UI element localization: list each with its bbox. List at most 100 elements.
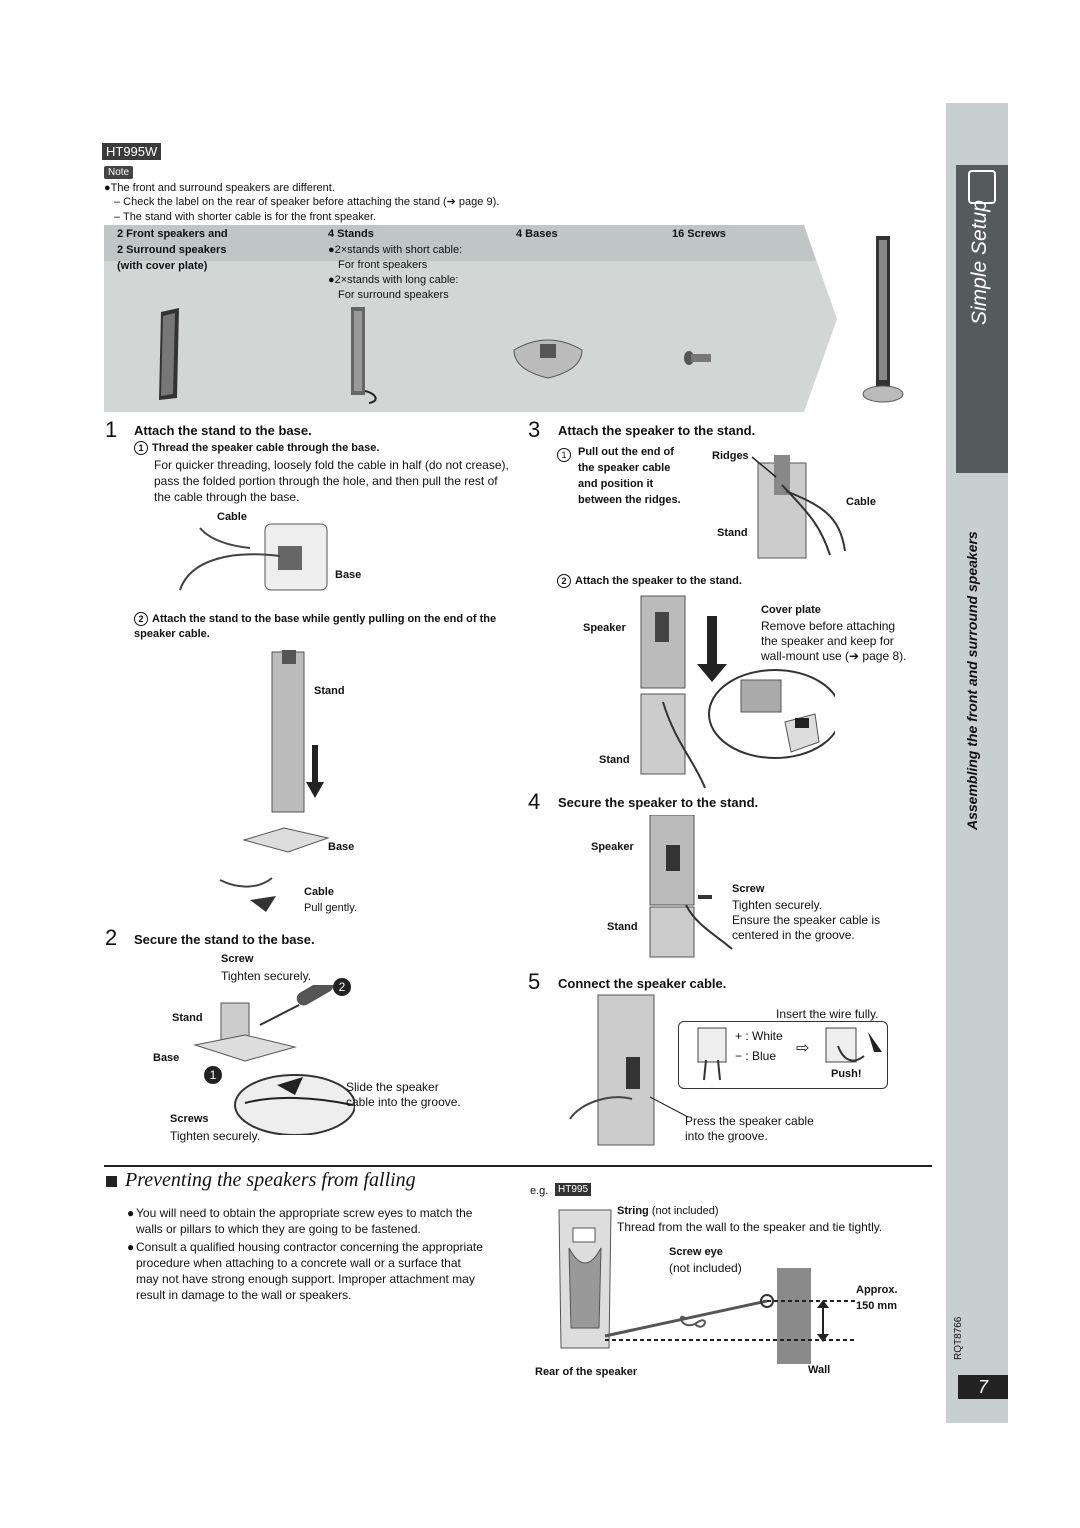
speaker-illustration (159, 308, 179, 400)
preventing-bullet-2: ●Consult a qualified housing contractor … (127, 1239, 486, 1303)
step1-sub1-marker: 1 (134, 441, 148, 456)
step1-sub1-body: For quicker threading, loosely fold the … (154, 458, 509, 504)
step1-label-stand: Stand (314, 685, 345, 697)
parts-band (104, 225, 837, 412)
eg-label: e.g. (530, 1185, 549, 1197)
step5-number: 5 (528, 969, 541, 994)
step1-label-base2: Base (328, 841, 355, 853)
step2-label-slide-1: Slide the speaker (346, 1080, 439, 1094)
section-divider (104, 1165, 932, 1167)
section-square-icon (106, 1176, 117, 1187)
step1-sub2-title: Attach the stand to the base while gentl… (134, 613, 497, 640)
terminal-illustration (697, 1027, 727, 1081)
preventing-bullet-1: ●You will need to obtain the appropriate… (127, 1205, 501, 1237)
step3-number: 3 (528, 417, 541, 442)
note-line-1: ●The front and surround speakers are dif… (104, 182, 335, 194)
preventing-bullet-1-text: You will need to obtain the appropriate … (136, 1206, 473, 1236)
step1-threading-illustration (179, 523, 328, 591)
step1-label-cable: Cable (217, 511, 247, 523)
step1-title: Attach the stand to the base. (134, 423, 312, 438)
step5-press-2: into the groove. (685, 1129, 768, 1143)
step3-sub1-line-1: Pull out the end of (578, 446, 674, 458)
step3-label-cable: Cable (846, 496, 876, 508)
step3-sub1-marker: 1 (557, 446, 575, 464)
step2-label-stand: Stand (172, 1012, 203, 1024)
step4-label-speaker: Speaker (591, 841, 634, 853)
step3-label-speaker: Speaker (583, 622, 626, 634)
step3-sub1-line-4: between the ridges. (578, 494, 681, 506)
parts-col2-line1: ●2×stands with short cable: (328, 244, 463, 256)
model-badge: HT995W (102, 143, 162, 160)
step1-sub2-marker: 2 (134, 612, 148, 627)
step5-press-1: Press the speaker cable (685, 1114, 814, 1128)
string-label-row: String (not included) (617, 1204, 719, 1219)
step3-cover-line-2: the speaker and keep for (761, 634, 894, 648)
step3-attach-illustration (640, 595, 835, 789)
step2-marker-1: 1 (204, 1066, 222, 1084)
sidebar-setup-icon (968, 170, 996, 204)
arrow-right-icon: ⇨ (796, 1040, 810, 1057)
step3-sub1-line-2: the speaker cable (578, 462, 671, 474)
step3-sub2-title: Attach the speaker to the stand. (575, 575, 742, 587)
step3-label-stand: Stand (717, 527, 748, 539)
step2-screw-illustration (193, 985, 355, 1135)
step5-inset-box (678, 1021, 888, 1089)
sidebar-section-tab (956, 165, 1008, 473)
note-line-2: – Check the label on the rear of speaker… (114, 196, 500, 208)
step2-number: 2 (105, 925, 118, 950)
step4-number: 4 (528, 789, 541, 814)
screweye-label: Screw eye (669, 1246, 723, 1258)
parts-col4-title: 16 Screws (672, 228, 726, 240)
step1-label-base: Base (335, 569, 362, 581)
parts-col2-line4: For surround speakers (338, 289, 449, 301)
step2-label-base: Base (153, 1052, 180, 1064)
parts-col1-line3: (with cover plate) (117, 260, 208, 272)
page-number: 7 (958, 1375, 1008, 1399)
document-code: RQT8766 (953, 1316, 964, 1360)
preventing-bullet-2-text: Consult a qualified housing contractor c… (136, 1240, 483, 1302)
step4-secure-illustration (649, 815, 733, 958)
step2-marker-2: 2 (333, 978, 351, 996)
step3-label-cover: Cover plate (761, 604, 821, 616)
step3-cover-line-1: Remove before attaching (761, 619, 896, 633)
step3-title: Attach the speaker to the stand. (558, 423, 756, 438)
eg-badge: HT995 (555, 1183, 592, 1196)
sidebar-subtitle: Assembling the front and surround speake… (964, 531, 980, 830)
step5-connect-illustration (569, 994, 689, 1146)
step4-screw-line-1: Tighten securely. (732, 898, 823, 912)
approx-line-1: Approx. (856, 1284, 898, 1296)
parts-col1-line1: 2 Front speakers and (117, 228, 228, 240)
bullet-icon: ● (127, 1240, 135, 1254)
parts-col2-line2: For front speakers (338, 259, 428, 271)
preventing-title: Preventing the speakers from falling (125, 1169, 416, 1191)
step2-label-tighten-2: Tighten securely. (170, 1129, 261, 1143)
step5-title: Connect the speaker cable. (558, 976, 727, 991)
note-line-3: – The stand with shorter cable is for th… (114, 211, 377, 223)
screweye-note: (not included) (669, 1261, 742, 1275)
thread-instruction: Thread from the wall to the speaker and … (617, 1220, 883, 1234)
step1-label-cable2: Cable (304, 886, 334, 898)
step3-label-stand-2: Stand (599, 754, 630, 766)
parts-col1-line2: 2 Surround speakers (117, 244, 227, 256)
base-illustration (513, 339, 583, 379)
step1-stand-base-illustration (219, 650, 330, 912)
step3-sub1-number: 1 (557, 447, 571, 462)
step2-title: Secure the stand to the base. (134, 932, 315, 947)
step3-cover-line-3: wall-mount use (➔ page 8). (761, 649, 907, 663)
parts-col3-title: 4 Bases (516, 228, 558, 240)
parts-col2-line3: ●2×stands with long cable: (328, 274, 459, 286)
step5-plus: + : White (735, 1029, 783, 1043)
parts-col2-title: 4 Stands (328, 228, 374, 240)
step1-label-pull: Pull gently. (304, 902, 357, 914)
push-terminal-illustration (825, 1027, 882, 1063)
step3-ridges-illustration (751, 455, 846, 559)
step4-screw-line-2: Ensure the speaker cable is (732, 913, 881, 927)
string-note: (not included) (651, 1205, 719, 1217)
note-label: Note (104, 166, 134, 179)
step2-label-screw: Screw (221, 953, 254, 965)
step2-label-tighten: Tighten securely. (221, 969, 312, 983)
assembled-speaker-illustration (862, 236, 904, 403)
